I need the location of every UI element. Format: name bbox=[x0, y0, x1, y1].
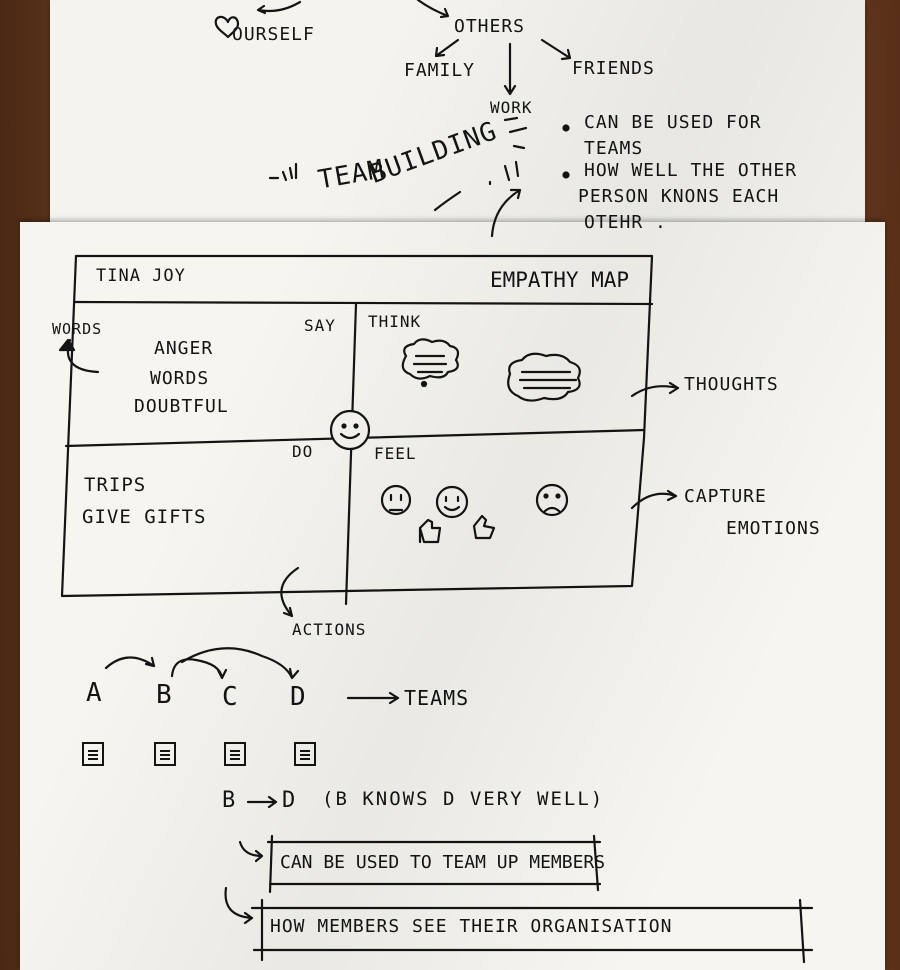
arrow-capture bbox=[630, 489, 678, 510]
thought-cloud-icon bbox=[401, 338, 460, 380]
bullet-line-1: CAN BE USED FOR bbox=[584, 112, 762, 133]
map-vertical-line bbox=[344, 302, 358, 606]
heart-icon bbox=[214, 15, 240, 39]
say-item: WORDS bbox=[150, 368, 210, 389]
member-card-icon bbox=[294, 742, 316, 766]
sparkle-marks-left bbox=[268, 162, 298, 182]
map-header-line bbox=[72, 300, 654, 306]
member-card-icon bbox=[154, 742, 176, 766]
say-item: ANGER bbox=[154, 338, 214, 359]
arrow-to-ourself bbox=[256, 0, 302, 15]
member-card-icon bbox=[224, 742, 246, 766]
teams-label: TEAMS bbox=[404, 686, 470, 710]
team-letter-d: D bbox=[290, 682, 307, 712]
center-smiley-icon bbox=[329, 409, 371, 451]
map-border bbox=[60, 254, 654, 598]
say-quadrant-label: SAY bbox=[304, 316, 336, 335]
ourself-label: OURSELF bbox=[232, 24, 315, 45]
relation-b: B bbox=[222, 788, 237, 813]
arrow-to-others bbox=[416, 0, 450, 19]
bullet-line-3: HOW WELL THE OTHER bbox=[584, 160, 798, 181]
family-label: FAMILY bbox=[404, 60, 476, 81]
feel-quadrant-label: FEEL bbox=[374, 444, 417, 463]
arrow-b-to-d-relation bbox=[246, 795, 278, 809]
arrow-to-teams bbox=[346, 691, 400, 705]
note-line-2: HOW MEMBERS SEE THEIR ORGANISATION bbox=[270, 916, 673, 937]
thumbs-up-icon bbox=[418, 518, 442, 544]
others-label: OTHERS bbox=[454, 16, 526, 37]
thumbs-up-icon-2 bbox=[472, 514, 496, 540]
arrow-to-family bbox=[434, 38, 460, 58]
arrow-a-to-b bbox=[104, 656, 156, 670]
bullet-dot-2 bbox=[562, 171, 570, 179]
think-quadrant-label: THINK bbox=[368, 312, 422, 331]
happy-face-icon bbox=[435, 485, 469, 519]
sad-face-icon bbox=[535, 483, 569, 517]
friends-label: FRIENDS bbox=[572, 58, 655, 79]
work-label: WORK bbox=[490, 98, 533, 117]
say-item: DOUBTFUL bbox=[134, 396, 229, 417]
persona-name: TINA JOY bbox=[96, 266, 186, 286]
do-item: TRIPS bbox=[84, 474, 147, 496]
sparkle-marks-right bbox=[503, 116, 528, 150]
exclaim-marks bbox=[488, 160, 520, 186]
relation-text: (B KNOWS D VERY WELL) bbox=[322, 788, 605, 810]
bullet-line-4: PERSON KNONS EACH bbox=[578, 186, 780, 207]
arrow-line1 bbox=[238, 840, 264, 863]
arrow-b-to-c bbox=[170, 658, 228, 680]
neutral-face-icon bbox=[380, 484, 412, 516]
team-letter-a: A bbox=[86, 678, 103, 708]
emotions-note: EMOTIONS bbox=[726, 518, 821, 539]
bullet-line-5: OTEHR . bbox=[584, 212, 667, 233]
thought-cloud-icon-2 bbox=[507, 352, 581, 402]
arrow-thoughts bbox=[630, 381, 680, 398]
bullet-dot-1 bbox=[562, 124, 570, 132]
empathy-map-title: EMPATHY MAP bbox=[490, 268, 630, 292]
arrow-line2 bbox=[224, 886, 254, 925]
arrow-actions bbox=[280, 566, 300, 618]
note-line-1: CAN BE USED TO TEAM UP MEMBERS bbox=[280, 852, 606, 873]
team-letter-c: C bbox=[222, 682, 239, 712]
relation-d: D bbox=[282, 788, 297, 813]
do-quadrant-label: DO bbox=[292, 442, 314, 461]
box-line1 bbox=[266, 834, 602, 894]
notebook-page-top bbox=[50, 0, 865, 222]
arrow-to-bullets bbox=[490, 188, 522, 238]
arrow-to-work bbox=[503, 42, 517, 96]
words-note: WORDS bbox=[52, 320, 103, 338]
arrow-to-friends bbox=[540, 38, 572, 61]
thoughts-note: THOUGHTS bbox=[684, 374, 779, 395]
member-card-icon bbox=[82, 742, 104, 766]
team-letter-b: B bbox=[156, 680, 173, 710]
do-item: GIVE GIFTS bbox=[82, 506, 207, 528]
bullet-line-2: TEAMS bbox=[584, 138, 644, 159]
box-line2 bbox=[250, 898, 814, 964]
arrow-b-to-d bbox=[180, 647, 300, 680]
capture-note: CAPTURE bbox=[684, 486, 767, 507]
arrow-from-building bbox=[433, 190, 462, 212]
actions-note: ACTIONS bbox=[292, 620, 367, 639]
